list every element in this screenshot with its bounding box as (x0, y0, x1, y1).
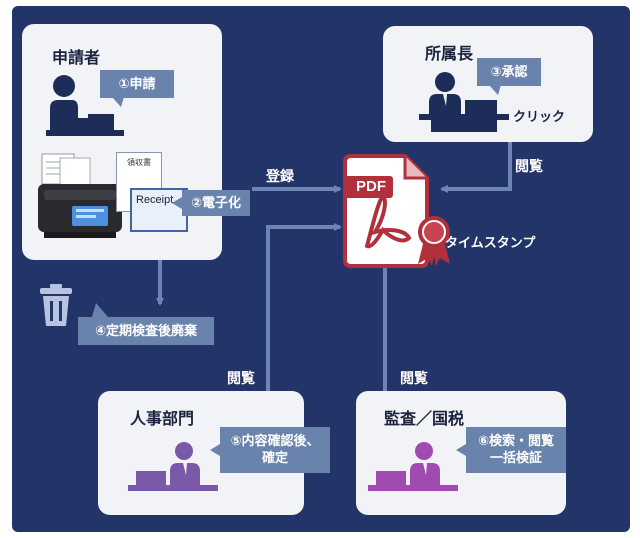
applicant-card: 申請者 ①申請 領収書 Receipt ②電子化 (22, 24, 250, 260)
click-label: クリック (513, 110, 566, 125)
trash-icon (40, 284, 72, 326)
receipt-card-label: Receipt (136, 194, 174, 206)
audit-person-icon (368, 442, 458, 491)
hr-title: 人事部門 (130, 409, 195, 428)
hr-person-icon (128, 442, 218, 491)
receipt-card: Receipt (130, 188, 188, 232)
pdf-label: PDF (356, 178, 386, 195)
applicant-title: 申請者 (52, 48, 101, 67)
apply-bubble: ①申請 (100, 70, 174, 107)
hr-confirm-bubble: ⑤内容確認後、 確定 (210, 427, 330, 473)
audit-title: 監査／国税 (384, 409, 465, 428)
hr-card: 人事部門 ⑤内容確認後、 確定 (98, 391, 330, 515)
disposal-bubble: ④定期検査後廃棄 (78, 303, 214, 345)
timestamp-seal-icon (418, 216, 450, 266)
manager-title: 所属長 (425, 44, 474, 63)
timestamp-label: タイムスタンプ (445, 236, 536, 251)
manager-card: 所属長 ③承認 クリック (383, 26, 593, 142)
manager-view-arrow (440, 142, 512, 193)
audit-search-bubble: ⑥検索・閲覧 一括検証 (456, 427, 566, 473)
manager-person-icon (419, 72, 509, 132)
manager-view-label: 閲覧 (515, 159, 543, 175)
connectors (156, 142, 512, 391)
pdf-icon (343, 154, 429, 268)
receipt-doc-title: 領収書 (127, 158, 151, 167)
register-label: 登録 (266, 169, 294, 185)
digitize-bubble: ②電子化 (172, 190, 250, 216)
scanner-icon (38, 153, 122, 238)
approve-bubble: ③承認 (477, 58, 541, 95)
applicant-person-icon (46, 75, 124, 136)
audit-view-label: 閲覧 (400, 371, 428, 387)
diagram-canvas: 申請者 ①申請 領収書 Receipt ②電子化 (12, 6, 630, 532)
audit-card: 監査／国税 ⑥検索・閲覧 一括検証 (356, 391, 566, 515)
hr-view-label: 閲覧 (227, 371, 255, 387)
hr-view-arrow (266, 223, 342, 391)
